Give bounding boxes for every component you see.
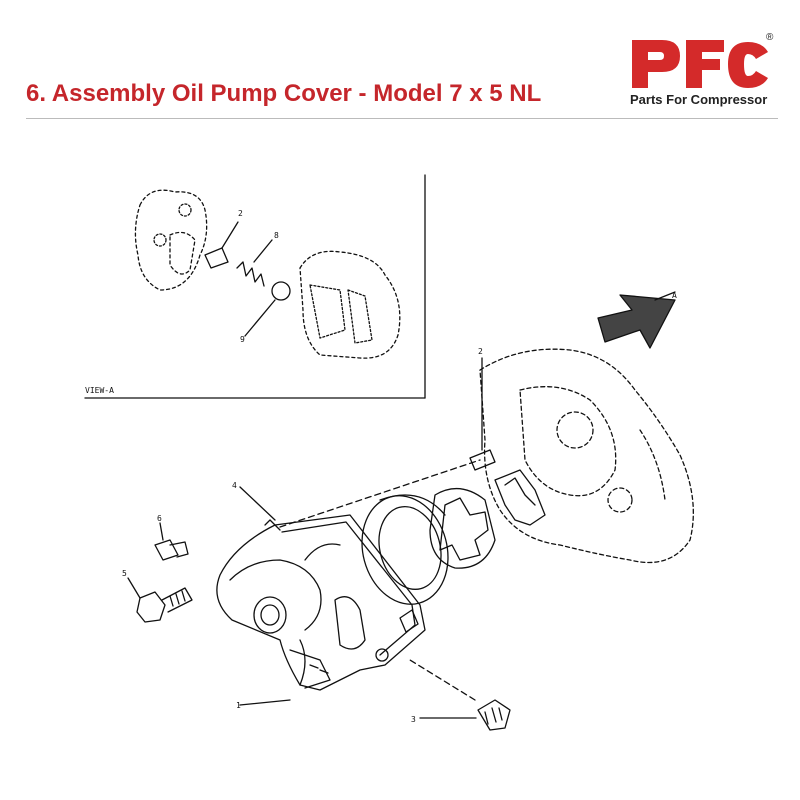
view-a-arrow [597, 291, 676, 349]
callout-9: 9 [240, 335, 245, 344]
callout-2: 2 [478, 347, 483, 356]
callout-8: 8 [274, 231, 279, 240]
plug-part [409, 659, 511, 731]
callout-2-inset: 2 [238, 209, 243, 218]
crankcase-housing [479, 348, 694, 564]
logo-tagline: Parts For Compressor [630, 92, 768, 107]
pfc-logo-mark: ® [632, 32, 774, 88]
fitting-part [154, 522, 189, 561]
callout-1: 1 [236, 701, 241, 710]
bolt-part [127, 577, 193, 623]
title-divider [26, 118, 778, 119]
pin-part [469, 357, 496, 471]
page-title: 6. Assembly Oil Pump Cover - Model 7 x 5… [26, 80, 542, 107]
arrow-a-label: A [672, 291, 677, 300]
view-a-inset [84, 174, 426, 399]
view-a-label: VIEW-A [85, 386, 114, 395]
callout-6: 6 [157, 514, 162, 523]
alignment-line [279, 459, 481, 528]
inner-rotor [429, 469, 546, 569]
callout-3: 3 [411, 715, 416, 724]
pfc-logo: ® Parts For Compressor [628, 30, 778, 110]
registered-mark: ® [766, 32, 774, 43]
pump-cover [216, 486, 426, 706]
rotor-ring [361, 494, 449, 605]
callout-5: 5 [122, 569, 127, 578]
callout-4: 4 [232, 481, 237, 490]
